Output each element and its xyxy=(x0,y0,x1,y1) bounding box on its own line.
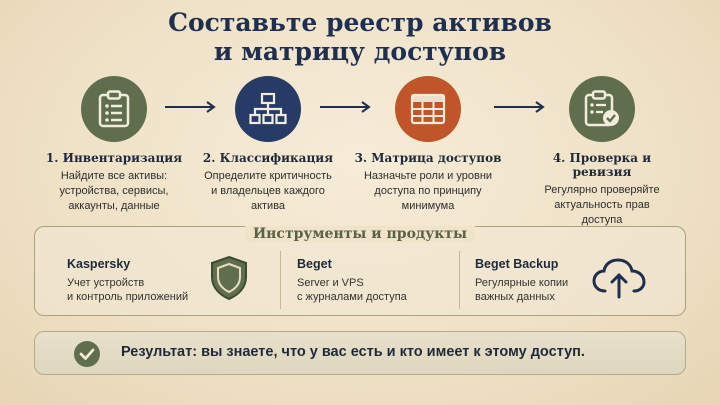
step-desc-line: аккаунты, данные xyxy=(68,200,160,212)
step-title: 3. Матрица доступов xyxy=(354,151,502,165)
shield-icon xyxy=(211,255,247,301)
tool-desc-line: Регулярные копии xyxy=(475,277,569,289)
step-title: 4. Проверка и ревизия xyxy=(552,151,652,179)
tools-title: Инструменты и продукты xyxy=(35,226,685,242)
tool-beget-backup: Beget Backup Регулярные копии важных дан… xyxy=(475,257,568,304)
table-grid-icon xyxy=(395,76,461,142)
tools-panel: Инструменты и продукты Kaspersky Учет ус… xyxy=(34,226,686,316)
process-steps: 1. Инвентаризация Найдите все активы: ус… xyxy=(0,76,720,226)
tool-desc-line: Учет устройств xyxy=(67,277,145,289)
arrow-right-icon xyxy=(320,101,371,113)
tool-description: Server и VPS с журналами доступа xyxy=(297,276,407,304)
step-review: 4. Проверка и ревизия Регулярно проверяй… xyxy=(522,76,682,228)
step-access-matrix: 3. Матрица доступов Назначьте роли и уро… xyxy=(348,76,508,214)
clipboard-check-icon xyxy=(569,76,635,142)
divider xyxy=(280,251,281,309)
tool-name: Beget Backup xyxy=(475,257,559,271)
step-desc-line: актуальность прав xyxy=(554,199,650,211)
step-title: 2. Классификация xyxy=(202,151,334,165)
step-description: Найдите все активы: устройства, сервисы,… xyxy=(34,169,194,214)
step-inventory: 1. Инвентаризация Найдите все активы: ус… xyxy=(34,76,194,214)
tool-name: Beget xyxy=(297,257,332,271)
tool-beget: Beget Server и VPS с журналами доступа xyxy=(297,257,407,304)
arrow-right-icon xyxy=(165,101,216,113)
arrow-right-icon xyxy=(494,101,545,113)
tool-kaspersky: Kaspersky Учет устройств и контроль прил… xyxy=(67,257,188,304)
step-description: Определите критичность и владельцев кажд… xyxy=(188,169,348,214)
result-banner: Результат: вы знаете, что у вас есть и к… xyxy=(34,331,686,375)
step-desc-line: Определите критичность xyxy=(204,170,332,182)
tool-desc-line: Server и VPS xyxy=(297,277,364,289)
step-desc-line: актива xyxy=(250,200,286,212)
tools-title-text: Инструменты и продукты xyxy=(244,226,476,242)
tool-name: Kaspersky xyxy=(67,257,131,271)
tool-desc-line: и контроль приложений xyxy=(67,291,189,303)
step-desc-line: Регулярно проверяйте xyxy=(544,184,660,196)
step-desc-line: Назначьте роли и уровни xyxy=(363,170,493,182)
tool-desc-line: с журналами доступа xyxy=(297,291,407,303)
result-text: Результат: вы знаете, что у вас есть и к… xyxy=(121,344,585,360)
hierarchy-icon xyxy=(235,76,301,142)
step-description: Регулярно проверяйте актуальность прав д… xyxy=(522,183,682,228)
step-title: 1. Инвентаризация xyxy=(45,151,183,165)
check-circle-icon xyxy=(74,341,100,367)
page-title: Составьте реестр активов и матрицу досту… xyxy=(0,8,720,66)
tool-description: Учет устройств и контроль приложений xyxy=(67,276,188,304)
step-description: Назначьте роли и уровни доступа по принц… xyxy=(348,169,508,214)
title-line-2: и матрицу доступов xyxy=(213,37,507,66)
step-desc-line: Найдите все активы: xyxy=(60,170,168,182)
step-desc-line: устройства, сервисы, xyxy=(59,185,169,197)
step-desc-line: доступа xyxy=(581,214,623,226)
divider xyxy=(459,251,460,309)
step-desc-line: и владельцев каждого xyxy=(211,185,325,197)
step-classification: 2. Классификация Определите критичность … xyxy=(188,76,348,214)
step-desc-line: доступа по принципу xyxy=(374,185,482,197)
title-line-1: Составьте реестр активов xyxy=(168,8,552,37)
tool-description: Регулярные копии важных данных xyxy=(475,276,568,304)
tool-desc-line: важных данных xyxy=(475,291,555,303)
clipboard-icon xyxy=(81,76,147,142)
step-desc-line: минимума xyxy=(401,200,455,212)
cloud-upload-icon xyxy=(592,258,646,299)
